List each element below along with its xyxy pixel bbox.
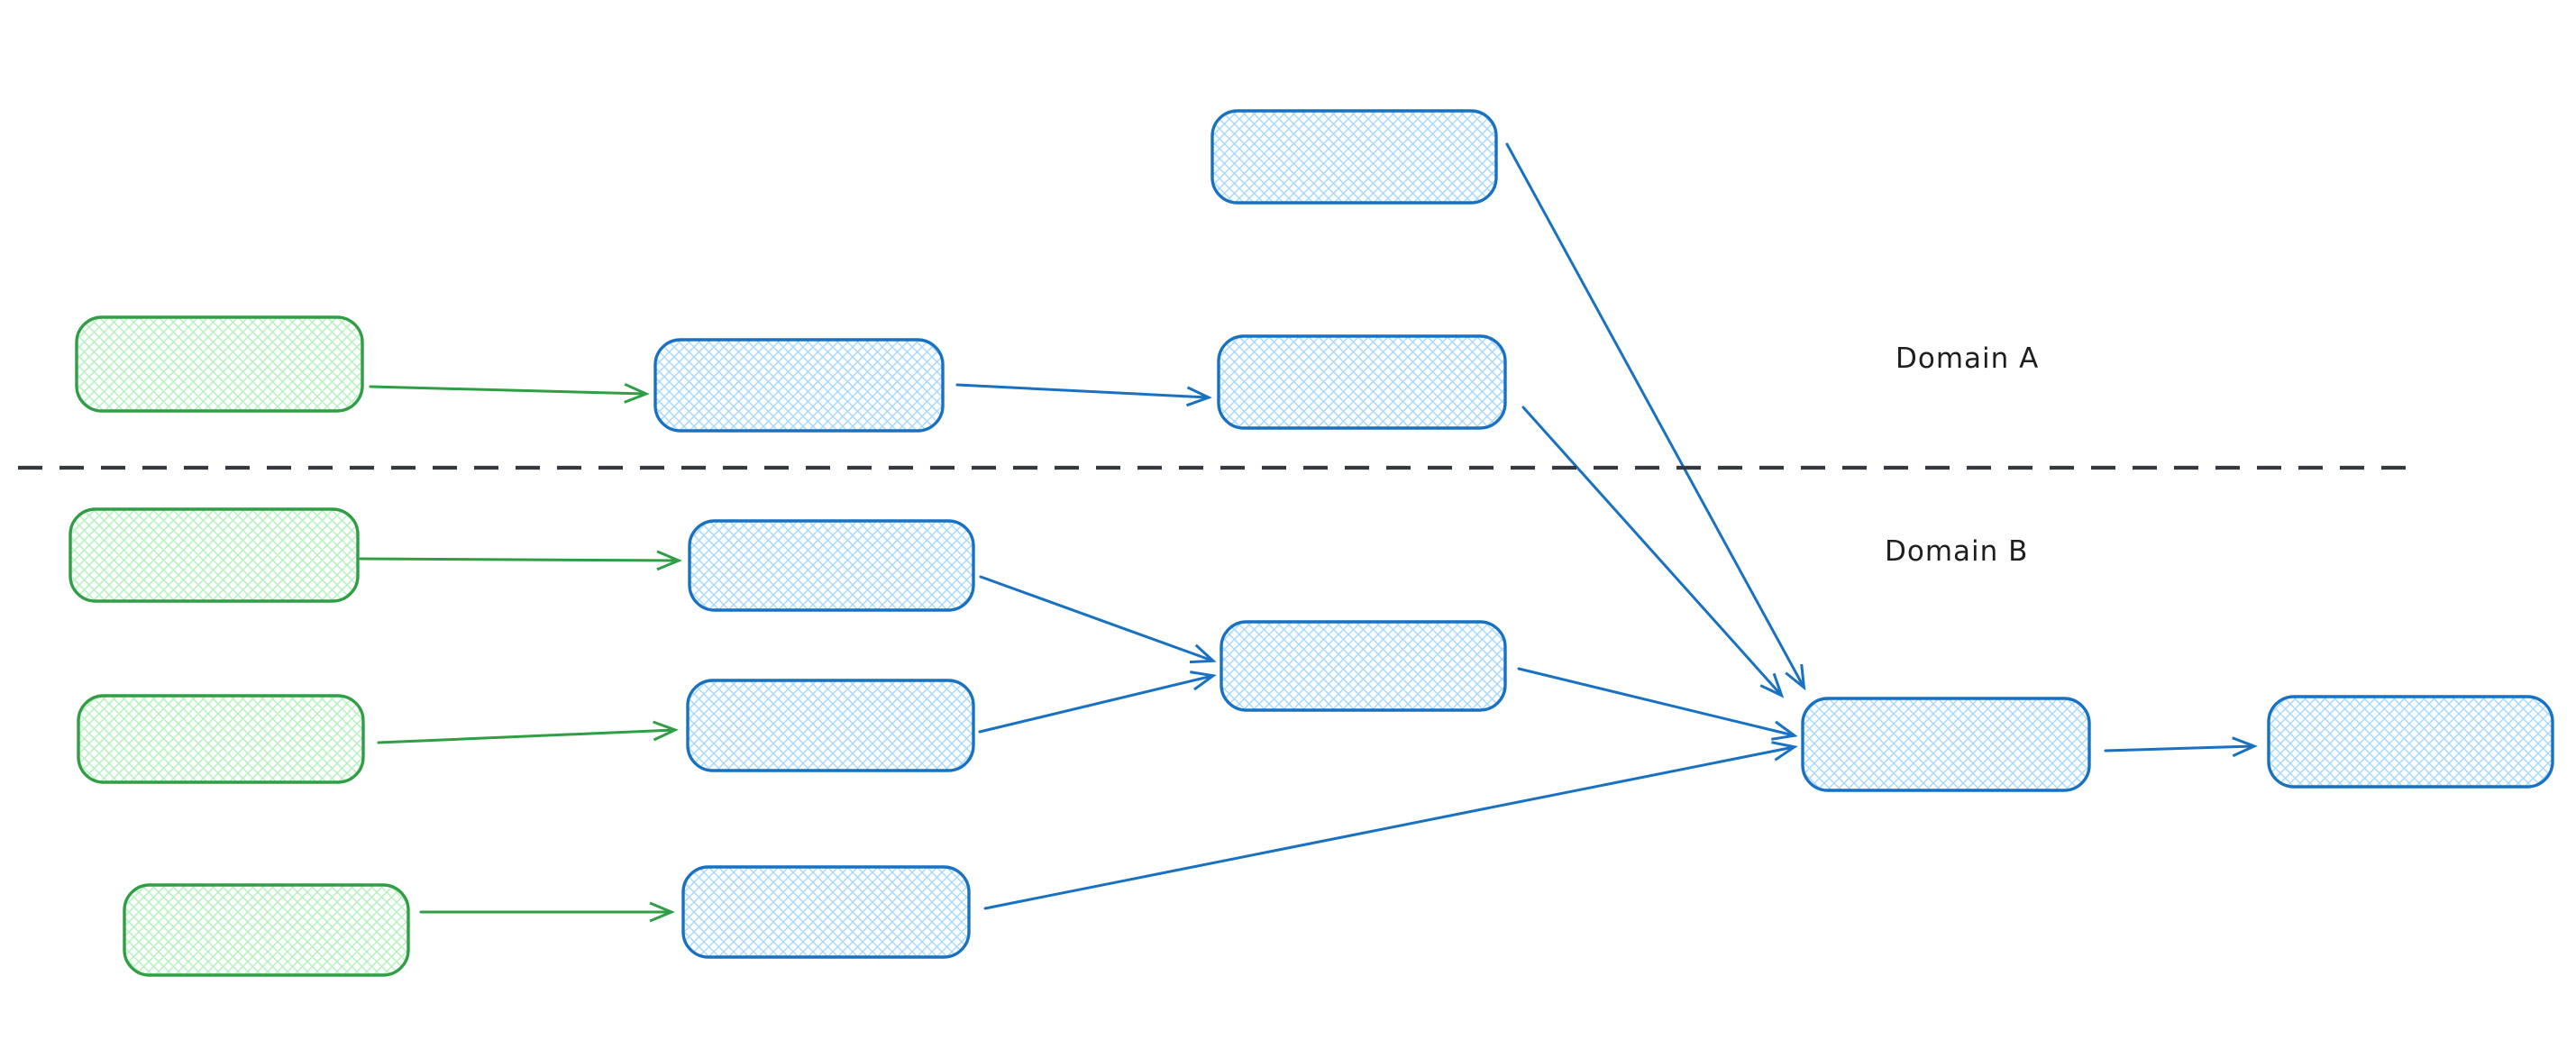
- node-b-green-source-3[interactable]: [123, 883, 410, 977]
- node-b-join-blue[interactable]: [1219, 620, 1507, 712]
- edge-b-hub-blue-to-b-final-blue[interactable]: [2104, 736, 2258, 758]
- domain-b-region: Domain B: [69, 507, 2554, 977]
- edge-a-blue-1-to-a-blue-2[interactable]: [955, 383, 1212, 407]
- node-b-hub-blue[interactable]: [1801, 697, 2091, 792]
- edge-b-green-source-2-to-b-blue-2[interactable]: [377, 720, 679, 744]
- node-b-green-source-1[interactable]: [69, 507, 360, 603]
- edges: [359, 142, 2258, 923]
- edge-a-blue-2-to-b-hub-blue[interactable]: [1521, 406, 1785, 698]
- node-b-blue-2[interactable]: [686, 679, 975, 772]
- edge-b-blue-2-to-b-join-blue[interactable]: [978, 670, 1217, 734]
- edge-a-green-source-to-a-blue-1[interactable]: [369, 383, 650, 404]
- domain-b-label[interactable]: Domain B: [1885, 535, 2028, 568]
- domain-a-label[interactable]: Domain A: [1895, 342, 2039, 375]
- node-b-blue-3[interactable]: [681, 865, 971, 959]
- domain-a-region: Domain A: [75, 109, 2039, 433]
- node-b-final-blue[interactable]: [2267, 695, 2554, 789]
- edge-b-blue-3-to-b-hub-blue[interactable]: [983, 741, 1798, 910]
- edge-a-top-blue-to-b-hub-blue[interactable]: [1505, 142, 1806, 691]
- edge-b-blue-1-to-b-join-blue[interactable]: [979, 575, 1217, 664]
- edge-b-green-source-1-to-b-blue-1[interactable]: [359, 550, 682, 571]
- node-a-green-source[interactable]: [75, 315, 364, 413]
- node-a-top-blue[interactable]: [1210, 109, 1498, 205]
- node-a-blue-1[interactable]: [653, 338, 945, 433]
- node-b-blue-1[interactable]: [688, 519, 975, 612]
- node-a-blue-2[interactable]: [1217, 334, 1507, 430]
- node-b-green-source-2[interactable]: [77, 694, 365, 784]
- edge-b-join-blue-to-b-hub-blue[interactable]: [1517, 667, 1798, 741]
